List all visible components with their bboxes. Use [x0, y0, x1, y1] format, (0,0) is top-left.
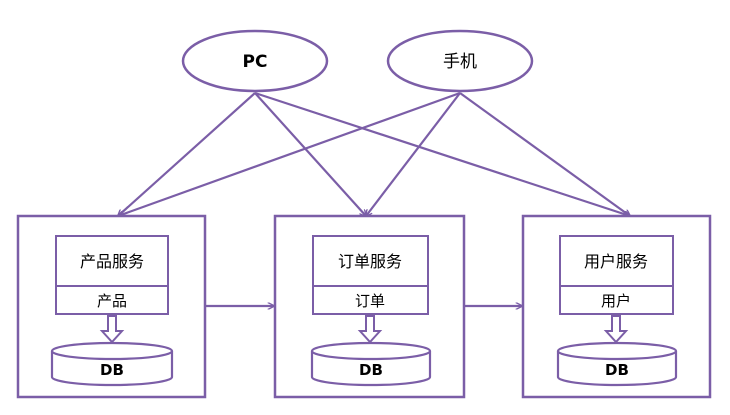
service-order-header-box — [312, 235, 429, 287]
service-product-db: DB — [50, 341, 174, 387]
service-product-header-box — [55, 235, 169, 287]
service-user-entity: 用户 — [601, 292, 631, 310]
service-user-db: DB — [556, 341, 678, 387]
service-order-db-arrow — [357, 315, 383, 344]
service-user-entity-box — [559, 285, 674, 315]
service-product-db-arrow — [99, 315, 125, 344]
client-mobile: 手机 — [386, 29, 534, 93]
service-order-entity-box — [312, 285, 429, 315]
client-pc: PC — [181, 29, 329, 93]
client-connectors — [118, 91, 630, 216]
service-user: 用户服务 用户 DB — [521, 214, 712, 399]
service-product-entity: 产品 — [97, 292, 127, 310]
service-user-db-label: DB — [605, 361, 629, 379]
service-order-entity: 订单 — [355, 292, 385, 310]
service-product: 产品服务 产品 DB — [16, 214, 207, 399]
service-order-db-label: DB — [359, 361, 383, 379]
client-pc-label: PC — [243, 52, 268, 72]
service-order-name: 订单服务 — [338, 252, 402, 271]
mobile-to-user-arrow — [459, 92, 630, 216]
service-product-name: 产品服务 — [80, 252, 144, 271]
service-order-db: DB — [310, 341, 432, 387]
client-mobile-label: 手机 — [443, 52, 477, 72]
client-pc-ellipse — [181, 29, 329, 93]
client-mobile-ellipse — [386, 29, 534, 93]
pc-to-user-arrow — [254, 91, 630, 216]
service-user-name: 用户服务 — [584, 252, 648, 271]
service-order: 订单服务 订单 DB — [273, 214, 466, 399]
service-user-db-arrow — [603, 315, 629, 344]
service-product-db-label: DB — [100, 361, 124, 379]
mobile-to-order-arrow — [366, 92, 461, 216]
service-user-header-box — [559, 235, 674, 287]
pc-to-order-arrow — [254, 92, 366, 216]
pc-to-product-arrow — [118, 92, 256, 216]
service-product-entity-box — [55, 285, 169, 315]
mobile-to-product-arrow — [118, 91, 461, 216]
